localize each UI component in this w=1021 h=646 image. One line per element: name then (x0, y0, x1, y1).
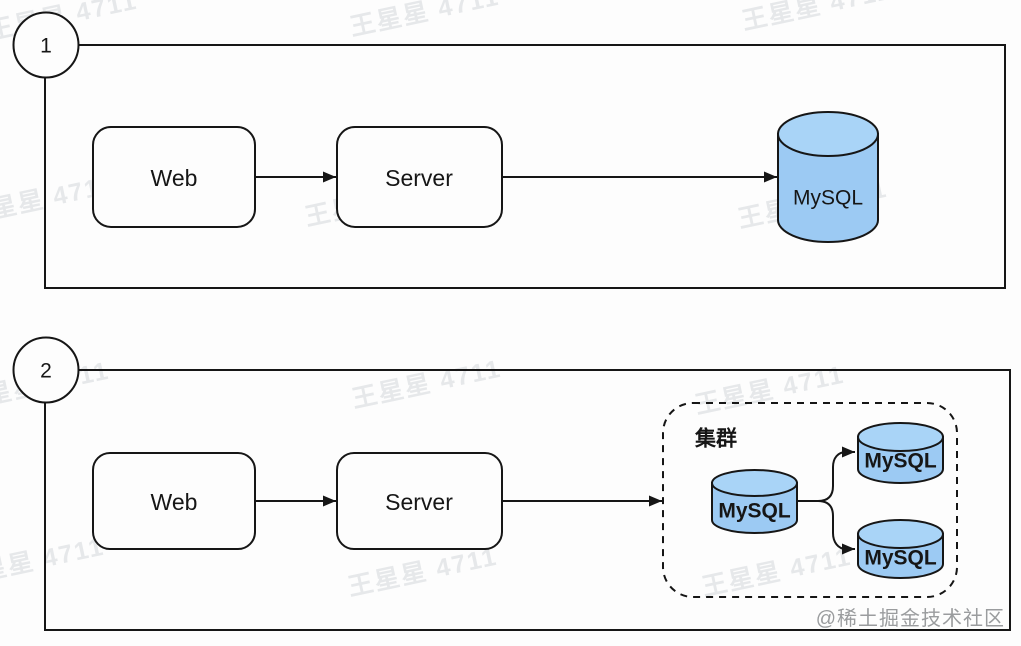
mysql-replica-top-top (857, 422, 944, 452)
arrow-primary-to-replica-top (797, 446, 855, 502)
mysql-primary-top (711, 469, 798, 497)
cluster-label: 集群 (694, 427, 737, 451)
mysql-cylinder-1: MySQL (777, 111, 879, 243)
arrow-primary-to-replica-bottom (797, 500, 855, 555)
mysql-primary-body (711, 482, 798, 534)
mysql-replica-bottom-top (857, 519, 944, 549)
section-2-badge-label: 2 (40, 360, 52, 383)
section-1-badge-circle (12, 11, 80, 79)
attribution-watermark: @稀土掘金技术社区 (815, 608, 1005, 630)
mysql-replica-top-label: MySQL (864, 450, 937, 473)
mysql-replica-bottom-label: MySQL (864, 547, 937, 570)
mysql-primary-label: MySQL (718, 500, 791, 523)
section-2-badge-circle (12, 336, 80, 404)
section-1-frame (44, 44, 1006, 289)
mysql-cylinder-1-body (777, 133, 879, 243)
section-2: 2 Web Server 集群 MySQL My (12, 336, 1011, 631)
mysql-cylinder-1-top (777, 111, 879, 157)
web-node-1-label: Web (151, 165, 198, 191)
section-2-frame (44, 369, 1011, 631)
mysql-replica-bottom-cylinder: MySQL (857, 519, 944, 579)
mysql-cylinder-1-label: MySQL (793, 187, 863, 210)
section-1-badge-label: 1 (40, 35, 52, 58)
section-1: 1 Web Server MySQL (12, 11, 1006, 289)
cluster-boundary (662, 402, 958, 598)
mysql-primary-cylinder: MySQL (711, 469, 798, 534)
server-node-1-label: Server (385, 165, 453, 191)
mysql-replica-top-cylinder: MySQL (857, 422, 944, 484)
web-node-2-label: Web (151, 489, 198, 515)
server-node-2-label: Server (385, 489, 453, 515)
